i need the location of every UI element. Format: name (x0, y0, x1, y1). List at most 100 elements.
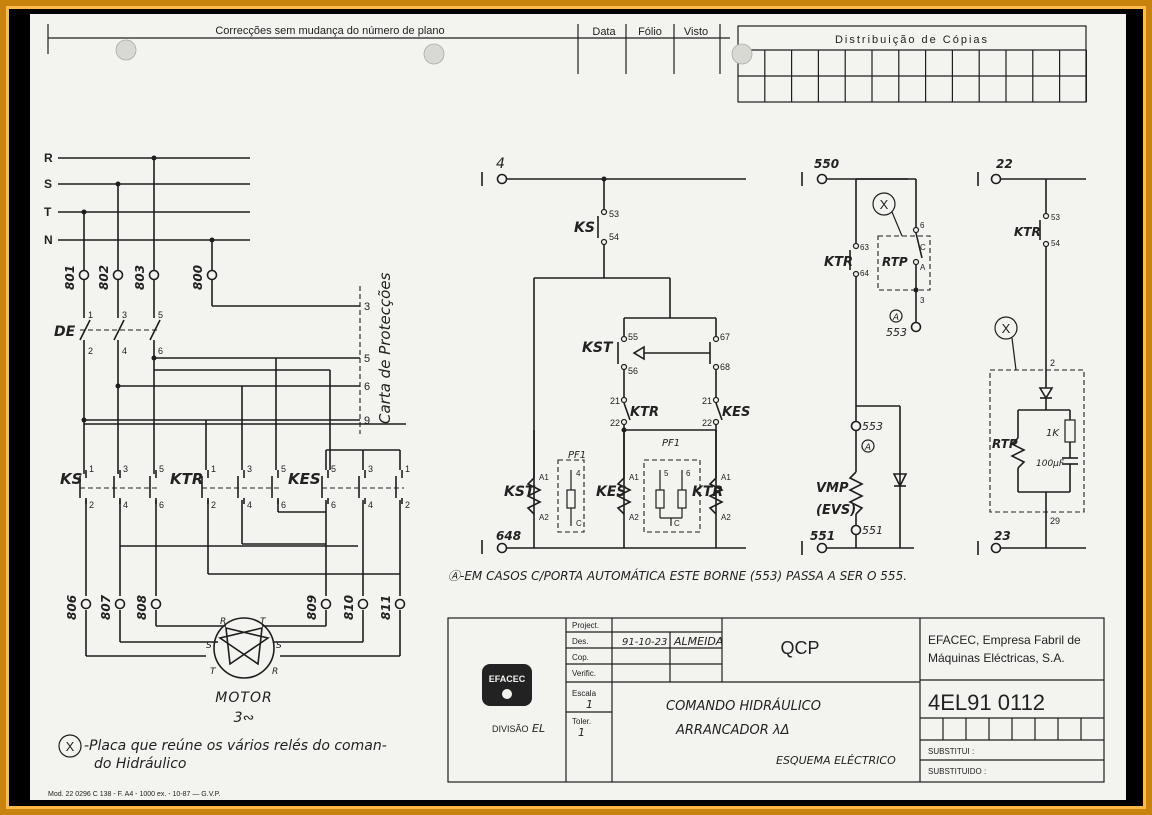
power-terminal (320, 598, 332, 610)
c1-kes2-pin: 21 (702, 396, 712, 406)
de-pin: 2 (88, 346, 93, 356)
coil-pin: A1 (539, 473, 549, 482)
terminal-800: 800 (191, 265, 205, 290)
card-terminal: 6 (364, 381, 370, 393)
c2-t553: 553 (886, 326, 907, 339)
relay-coil (526, 477, 542, 515)
c2-t551: 551 (862, 524, 883, 537)
legend-line: do Hidráulico (94, 756, 186, 772)
power-terminal (80, 598, 92, 610)
c3-x-mark: X (1002, 321, 1011, 336)
c2-vmp-label: VMP (816, 481, 849, 496)
c3-top-terminal: 22 (996, 157, 1013, 171)
date-label: Data (592, 26, 616, 38)
c1-kes2-pin: 22 (702, 418, 712, 428)
motor-terminal: T (260, 617, 267, 627)
power-terminal (357, 598, 369, 610)
copies-label: Distribuição de Cópias (835, 34, 989, 46)
c1-kst-pin: 55 (628, 332, 638, 342)
contact-pin-top: 5 (281, 464, 286, 474)
c2-rtp-pin: 3 (920, 296, 925, 305)
ktr-label: KTR (170, 470, 203, 488)
c3-ktr-label: KTR (1014, 225, 1041, 239)
tb-project-code: QCP (780, 638, 819, 658)
c3-pin29: 29 (1050, 516, 1060, 526)
phase-n-label: N (44, 233, 53, 247)
terminal-808: 808 (135, 595, 149, 620)
tb-title-line2: ARRANCADOR λΔ (675, 723, 790, 738)
motor-phase: 3∾ (234, 710, 255, 726)
c3-ktr-pin: 53 (1051, 213, 1060, 222)
c1-kst-label: KST (582, 340, 614, 356)
card-terminal: 9 (364, 415, 370, 427)
punch-hole (115, 39, 137, 61)
c1-pf-pin: C (576, 519, 582, 528)
de-pin: 1 (88, 310, 93, 320)
terminal-806: 806 (65, 595, 79, 620)
card-terminal: 3 (364, 301, 370, 313)
efacec-logo: EFACEC (482, 664, 532, 706)
c1-ktr-pin: 22 (610, 418, 620, 428)
c1-pf-pin: 6 (686, 469, 691, 478)
de-pin: 5 (158, 310, 163, 320)
c2-rtp-pin: A (920, 263, 926, 272)
phase-r-label: R (44, 151, 53, 165)
c3-rtp-label: RTP (992, 437, 1018, 451)
c1-kes-pin: 67 (720, 332, 730, 342)
corrections-label: Correcções sem mudança do número de plan… (215, 25, 444, 37)
drawing-sheet: Correcções sem mudança do número de plan… (30, 14, 1126, 800)
contact-pin-bottom: 6 (159, 500, 164, 510)
c1-kst-pin: 56 (628, 366, 638, 376)
ks-label: KS (60, 470, 82, 488)
visto-label: Visto (684, 26, 708, 38)
terminal-802: 802 (97, 265, 111, 290)
motor-terminal: R (272, 667, 278, 677)
tb-substitui: SUBSTITUI : (928, 747, 974, 756)
c2-circle-a: A (892, 313, 899, 323)
contact-pin-bottom: 4 (123, 500, 128, 510)
terminal-810: 810 (342, 595, 356, 620)
c1-pf-pin: 5 (664, 469, 669, 478)
c1-pf-pin: C (674, 519, 680, 528)
c1-pf1-label: PF1 (568, 450, 586, 461)
tb-subtitle: ESQUEMA ELÉCTRICO (776, 754, 896, 767)
relay-coil (616, 477, 632, 515)
punch-hole (423, 43, 445, 65)
motor-terminal: T (210, 667, 217, 677)
c3-resistor: 1K (1046, 428, 1060, 439)
motor-terminal: R (220, 617, 226, 627)
contact-pin-top: 1 (89, 464, 94, 474)
coil-pin: A1 (629, 473, 639, 482)
logo-text: EFACEC (489, 674, 526, 684)
contact-pin-bottom: 2 (405, 500, 410, 510)
motor-terminal: S (276, 641, 282, 651)
legend-line: -Placa que reúne os vários relés do coma… (84, 738, 387, 754)
coil-pin: A2 (629, 513, 639, 522)
c3-pin2: 2 (1050, 358, 1055, 368)
terminal-807: 807 (99, 594, 113, 620)
c2-x-mark: X (880, 197, 889, 212)
c2-circle-a-lower: A (864, 443, 871, 453)
c1-ks-pin: 54 (609, 232, 619, 242)
c2-ktr-label: KTR (824, 255, 853, 270)
control-circuit-2: 550 KTR 63 64 X RTP 6 C A 3 A 553 (801, 157, 931, 555)
coil-pin: A2 (539, 513, 549, 522)
control-circuit-1: 4 KS 53 54 KST 55 56 67 68 (481, 156, 750, 554)
contact-pin-bottom: 2 (89, 500, 94, 510)
legend-x-icon: X (66, 739, 75, 754)
tb-row-label: Cop. (572, 653, 589, 662)
c1-bottom-terminal: 648 (496, 529, 521, 543)
terminal-803: 803 (133, 265, 147, 290)
kes-label: KES (288, 470, 321, 488)
c1-ks-pin: 53 (609, 209, 619, 219)
tb-toler-value: 1 (578, 726, 585, 739)
c3-capacitor: 100μF (1036, 459, 1065, 469)
c2-rtp-pin: 6 (920, 221, 925, 230)
c1-kes-pin: 68 (720, 362, 730, 372)
motor-terminal: S (206, 641, 212, 651)
motor-label: MOTOR (215, 690, 272, 706)
relay-coil (708, 477, 724, 515)
tb-des-date: 91-10-23 (622, 637, 667, 648)
contact-pin-top: 1 (405, 464, 410, 474)
